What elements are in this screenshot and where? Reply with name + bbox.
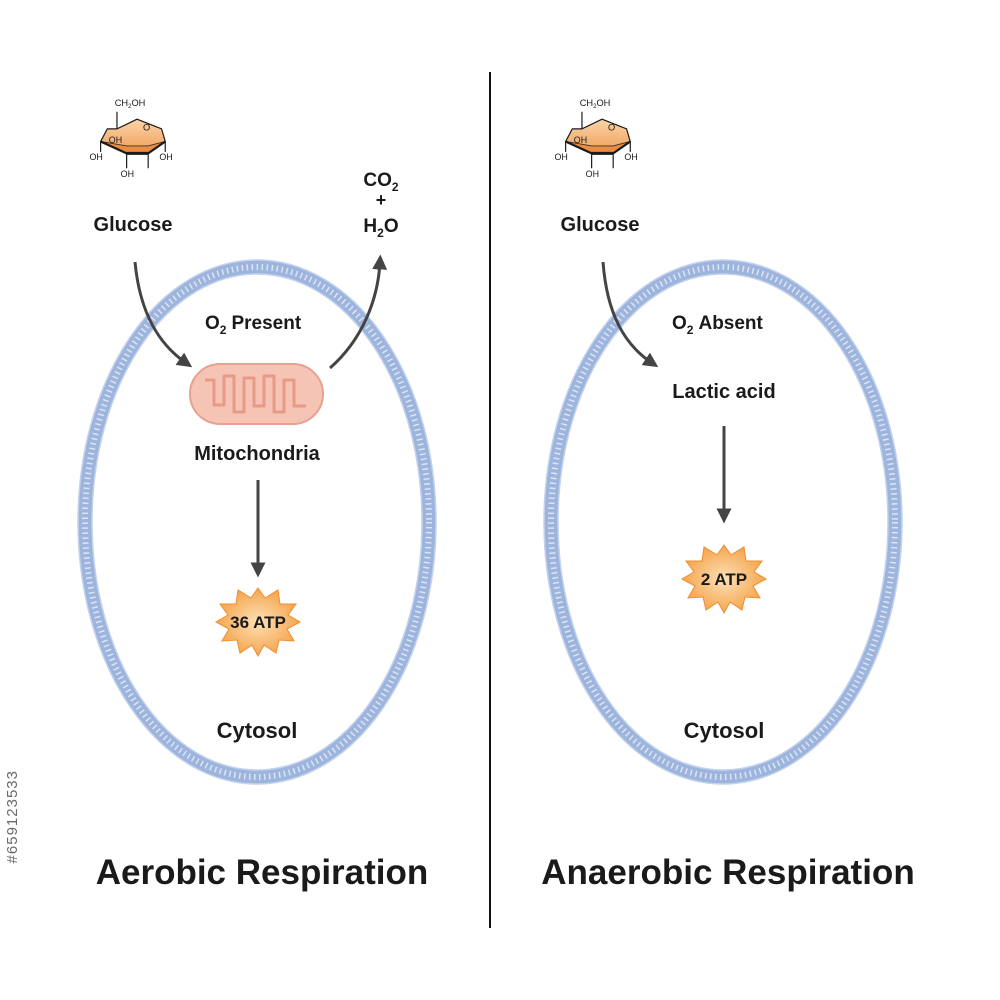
svg-text:36 ATP: 36 ATP [230,613,286,632]
svg-text:+: + [376,190,387,210]
anaerobic-glucose-label: Glucose [561,214,640,236]
anaerobic-glucose-arrow [601,261,659,368]
svg-text:2 ATP: 2 ATP [701,570,747,589]
aerobic-atp-burst: 36 ATP [214,587,302,658]
anaerobic-cytosol-label: Cytosol [684,718,765,743]
mitochondria-icon [189,363,324,425]
aerobic-products-arrow [329,254,388,370]
aerobic-title: Aerobic Respiration [96,853,429,892]
aerobic-cell-membrane [77,259,437,785]
anaerobic-title: Anaerobic Respiration [541,853,914,892]
anaerobic-atp-burst: 2 ATP [680,544,768,615]
anaerobic-cell-membrane [543,259,903,785]
aerobic-glucose-molecule-icon [88,96,175,181]
aerobic-products-label: CO2 + H2O [363,170,399,240]
anaerobic-glucose-molecule-icon [553,96,640,181]
svg-text:H2O: H2O [363,216,398,240]
aerobic-cytosol-label: Cytosol [217,718,298,743]
stock-id-watermark: #659123533 [4,770,21,864]
lactic-acid-label: Lactic acid [672,381,775,403]
svg-text:CO2: CO2 [363,170,399,194]
mitochondria-label: Mitochondria [194,443,320,465]
aerobic-glucose-label: Glucose [94,214,173,236]
aerobic-glucose-arrow [133,261,193,368]
